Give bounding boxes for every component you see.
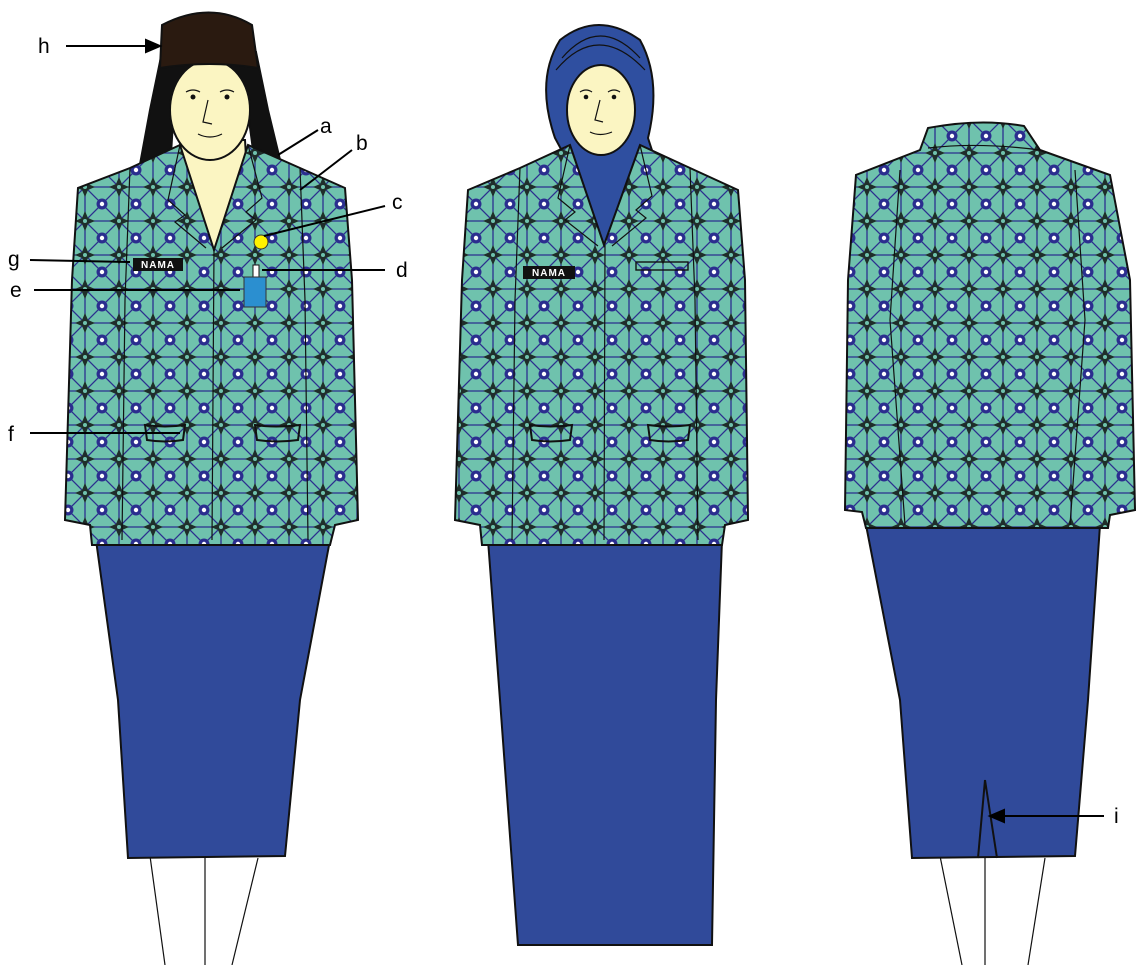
id-card-icon [244,277,266,307]
name-tag-text: NAMA [532,268,566,279]
face [170,60,250,160]
arrow-head-icon [146,40,160,52]
label-d: d [396,259,408,282]
label-f: f [8,423,14,446]
legs [940,856,1045,965]
figure-back [845,122,1135,965]
label-b: b [356,132,368,155]
label-h: h [38,35,50,58]
legs [150,856,258,965]
label-g: g [8,248,20,271]
round-pin-icon [254,235,268,249]
face [567,65,635,155]
label-e: e [10,279,22,302]
jacket-back [845,122,1135,528]
skirt [96,540,330,858]
skirt [488,540,722,945]
cap [160,13,258,69]
figure-front-hijab: NAMA [455,25,748,945]
figure-front-no-hijab: NAMA [65,13,358,965]
label-a: a [320,115,332,138]
name-tag-text: NAMA [141,260,175,271]
id-card-clip [253,265,259,277]
label-c: c [392,191,403,214]
label-i: i [1114,805,1119,828]
